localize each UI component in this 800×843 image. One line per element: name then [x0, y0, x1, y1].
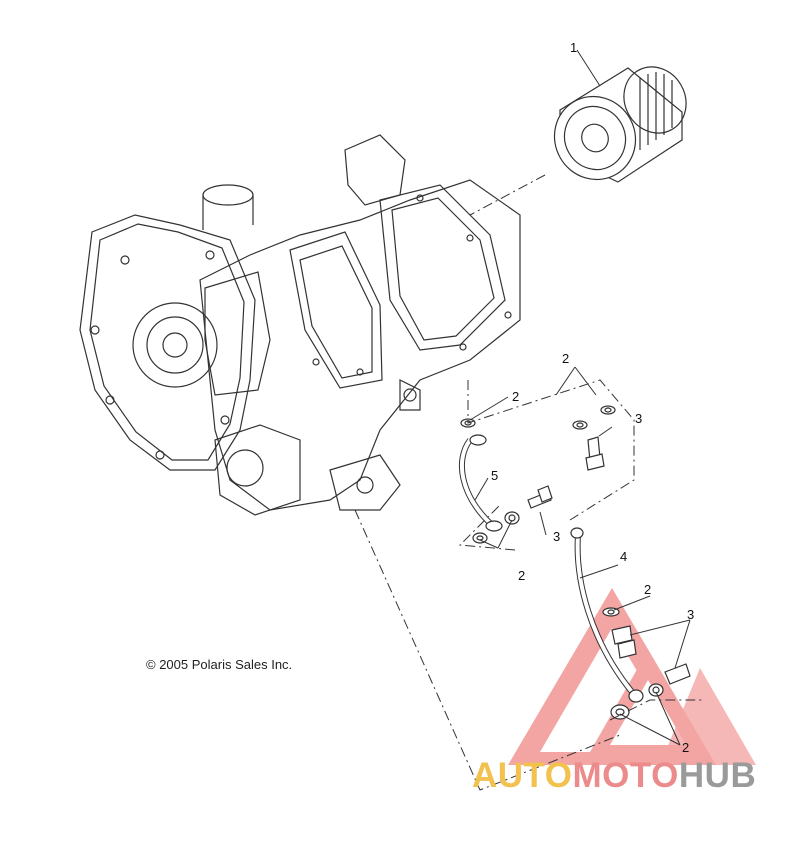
callout-washer-upper-b: 2 [512, 389, 519, 404]
watermark-moto: MOTO [572, 756, 679, 795]
oil-line-5 [458, 434, 503, 532]
callout-line-short: 5 [491, 468, 498, 483]
copyright-notice: © 2005 Polaris Sales Inc. [146, 657, 293, 672]
callout-washer-right-low: 2 [682, 740, 689, 755]
callout-bolt-right: 3 [687, 607, 694, 622]
callout-washer-upper-a: 2 [562, 351, 569, 366]
watermark-auto: AUTO [472, 756, 573, 795]
callout-washer-lower-left: 2 [518, 568, 525, 583]
bolts [527, 436, 691, 685]
oil-filter [553, 66, 687, 183]
callout-washer-right-mid: 2 [644, 582, 651, 597]
watermark-hub: HUB [678, 756, 757, 795]
callouts: 1 2 2 3 5 3 2 4 2 3 2 [491, 40, 694, 755]
callout-bolt-upper: 3 [635, 411, 642, 426]
watermark-text: AUTOMOTOHUB [472, 758, 756, 793]
watermark-logo [508, 588, 756, 765]
engine-crankcase [79, 134, 521, 516]
oil-line-4 [570, 527, 644, 703]
callout-line-long: 4 [620, 549, 627, 564]
callout-filter: 1 [570, 40, 577, 55]
leader-lines [354, 49, 705, 791]
callout-bolt-mid: 3 [553, 529, 560, 544]
